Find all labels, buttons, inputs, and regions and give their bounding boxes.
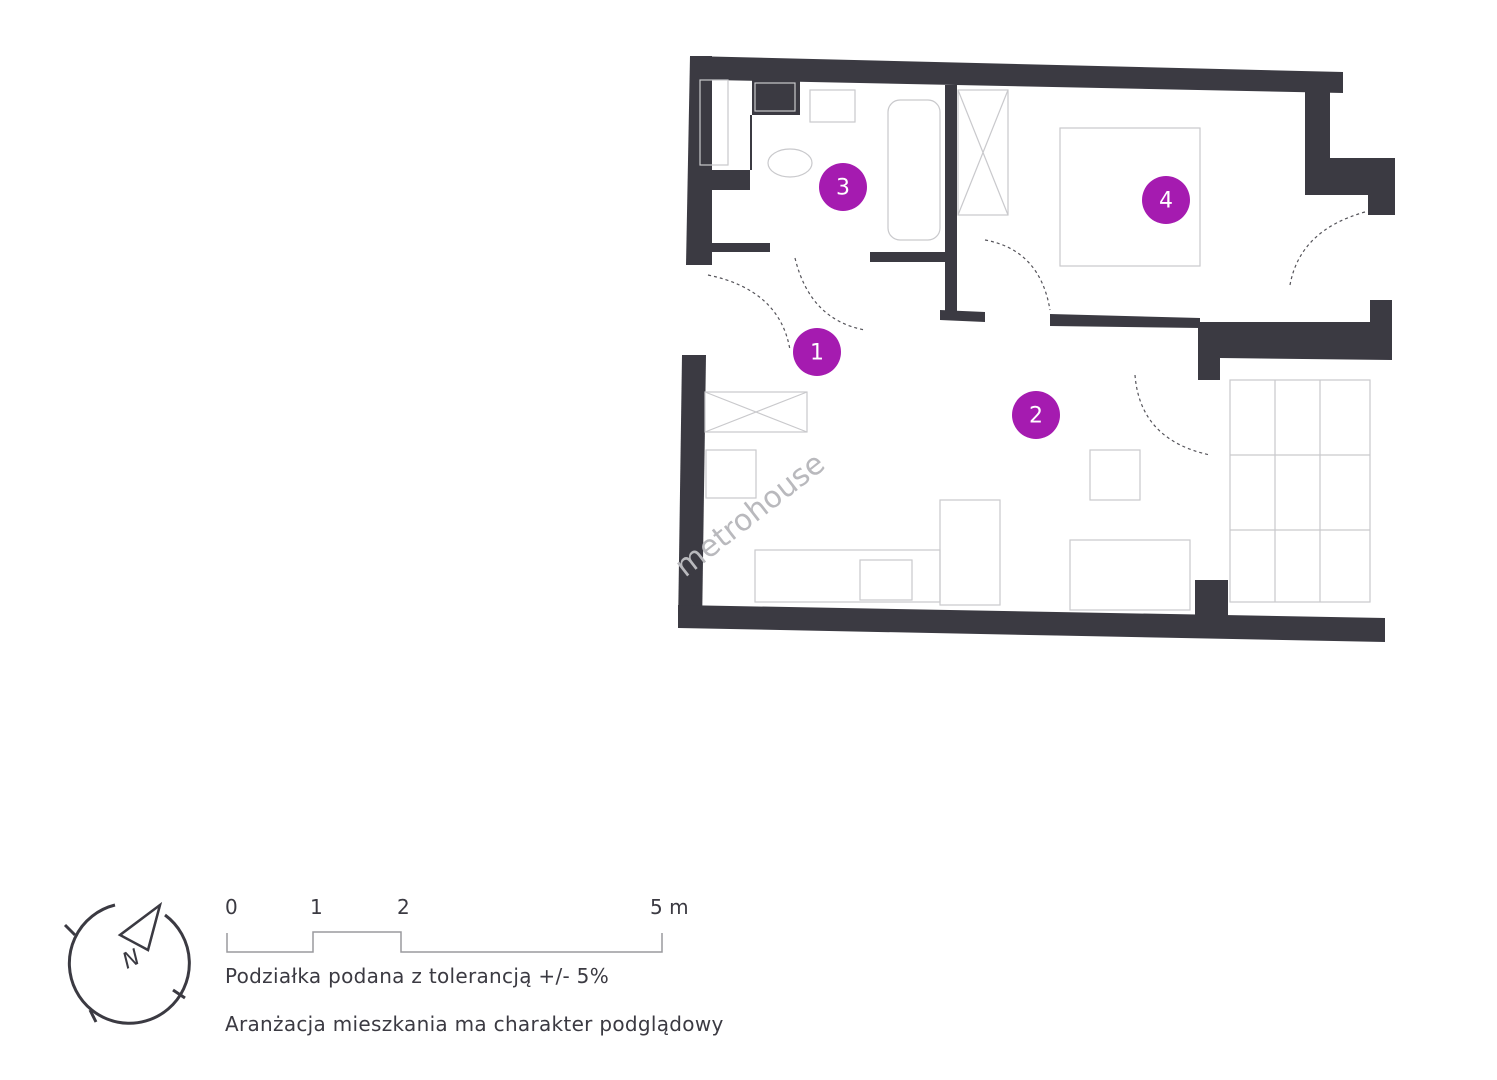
- svg-text:1: 1: [810, 341, 824, 366]
- closet: [754, 82, 796, 112]
- wall-bath-bottom: [708, 243, 770, 252]
- svg-text:3: 3: [836, 176, 850, 201]
- door-balcony: [1134, 374, 1211, 456]
- scale-bar: [226, 931, 663, 953]
- room-marker-4: 4: [1142, 176, 1190, 224]
- door-entrance: [707, 274, 791, 351]
- wall-bedroom-bottom-2: [1050, 314, 1200, 328]
- toilet: [767, 148, 813, 178]
- compass-icon: N: [63, 901, 191, 1025]
- wall-left-lower: [678, 355, 706, 628]
- wall-bath-bottom-2: [870, 252, 945, 262]
- bathtub: [887, 99, 941, 241]
- door-bedroom: [984, 239, 1051, 311]
- wall-bath-bedroom: [945, 85, 957, 318]
- wall-closet: [712, 62, 800, 190]
- door-bathroom: [794, 257, 866, 331]
- tolerance-note: Podziałka podana z tolerancją +/- 5%: [225, 964, 610, 988]
- svg-text:N: N: [119, 945, 144, 975]
- wall-top: [690, 56, 1343, 93]
- sofa: [1069, 539, 1191, 611]
- room-marker-3: 3: [819, 163, 867, 211]
- arrangement-note: Aranżacja mieszkania ma charakter podglą…: [225, 1012, 724, 1036]
- cooktop: [859, 559, 913, 601]
- hall-closet: [704, 391, 808, 433]
- bed: [1059, 127, 1201, 267]
- scale-label-1: 1: [310, 895, 323, 919]
- room-marker-1: 1: [793, 328, 841, 376]
- table: [939, 499, 1001, 606]
- svg-text:2: 2: [1029, 404, 1043, 429]
- room-marker-2: 2: [1012, 391, 1060, 439]
- wardrobe: [957, 89, 1009, 216]
- wall-pillar-bottom: [1195, 580, 1228, 625]
- wall-bottom: [678, 605, 1385, 642]
- wall-bedroom-bottom: [940, 310, 985, 322]
- scale-label-0: 0: [225, 895, 238, 919]
- svg-text:4: 4: [1159, 189, 1173, 214]
- shower-unit: [699, 79, 729, 166]
- door-bedroom-balcony: [1289, 211, 1366, 286]
- washbasin: [809, 89, 856, 123]
- wall-right-mid: [1198, 300, 1392, 380]
- fridge: [705, 449, 757, 499]
- wall-left-upper: [686, 56, 712, 265]
- scale-label-2: 2: [397, 895, 410, 919]
- wall-right-upper: [1305, 72, 1395, 215]
- armchair: [1089, 449, 1141, 501]
- scale-label-5m: 5 m: [650, 895, 689, 919]
- balcony: [1229, 379, 1371, 603]
